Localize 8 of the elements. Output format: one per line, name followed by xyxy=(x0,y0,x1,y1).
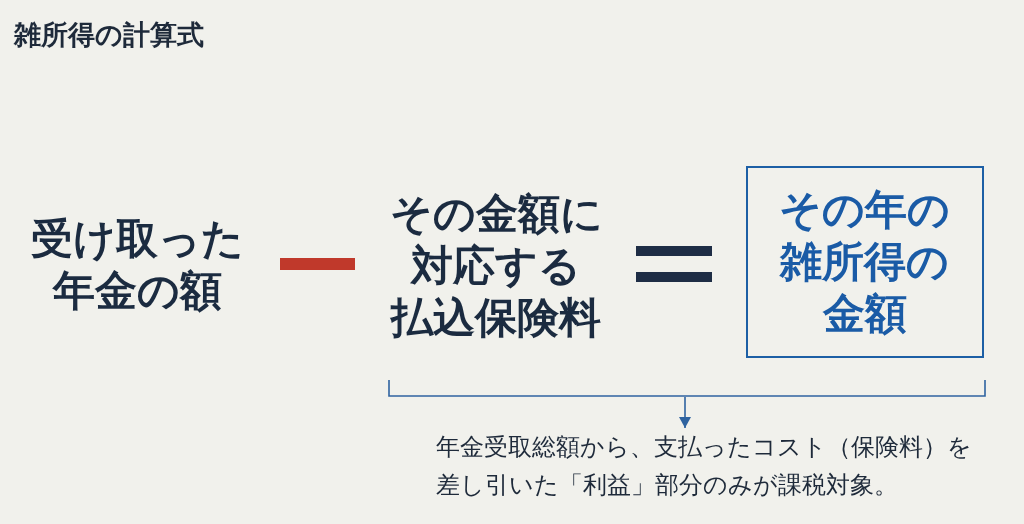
equation-term: 受け取った年金の額 xyxy=(29,213,245,317)
note-text: 年金受取総額から、支払ったコスト（保険料）を差し引いた「利益」部分のみが課税対象。 xyxy=(436,428,976,504)
result-box xyxy=(746,166,984,358)
equation-term: その金額に対応する払込保険料 xyxy=(388,188,604,344)
result-text: その年の雑所得の金額 xyxy=(778,184,952,340)
title: 雑所得の計算式 xyxy=(14,18,204,52)
arrow xyxy=(679,396,691,429)
bracket xyxy=(388,379,986,397)
